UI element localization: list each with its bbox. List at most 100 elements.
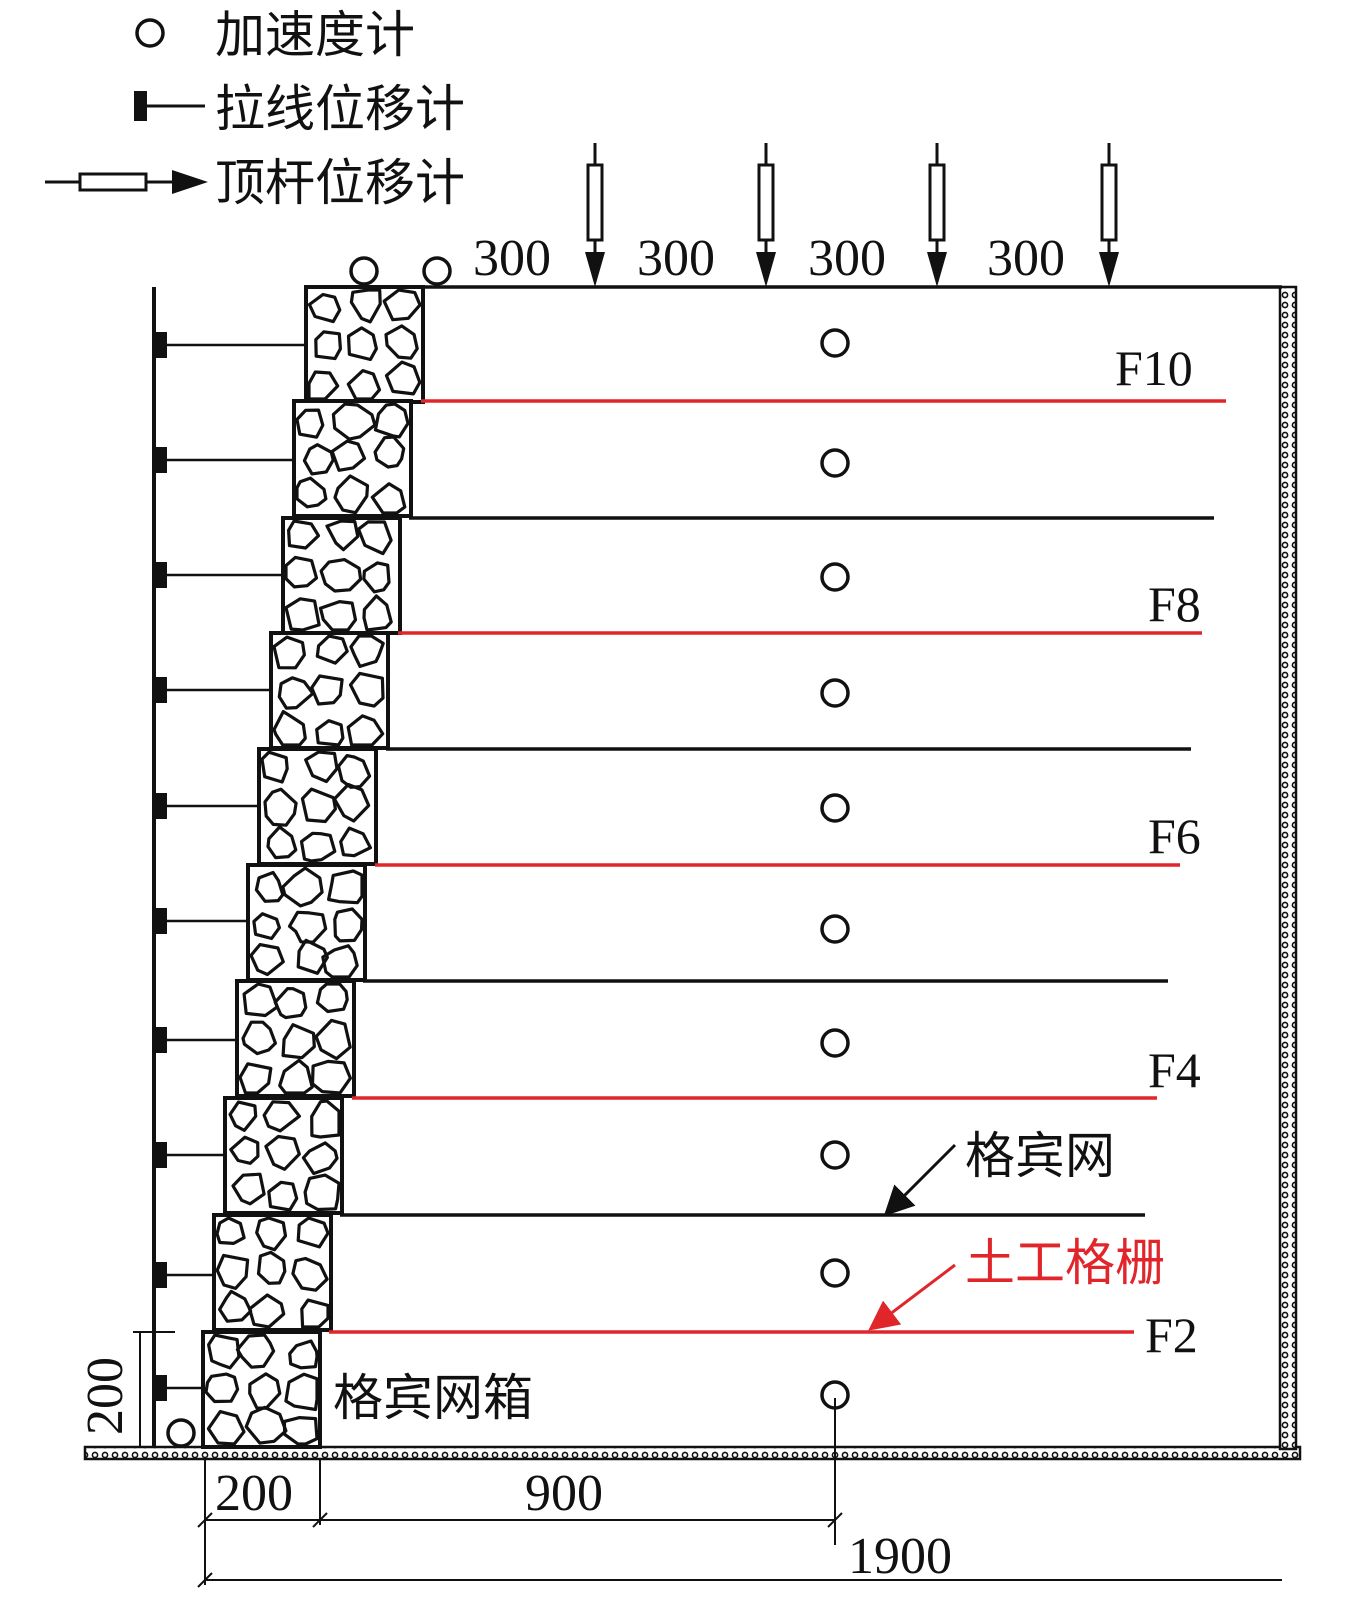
gabion-stone [218,1289,253,1323]
gabion-stone [241,1020,277,1056]
ejector-displacement-gauges [585,143,1119,287]
gabion-stone [272,709,307,747]
left-height-label: 200 [77,1357,134,1435]
gabion-stone [235,1333,276,1369]
right-boundary-wall [1278,285,1298,1451]
gabion-stone [318,599,358,632]
gabion-stone [362,561,391,594]
draw-wire-sensor-icon [155,1262,214,1288]
gabion-stone [348,671,385,708]
legend-draw-wire-label: 拉线位移计 [215,80,465,138]
gabion-stone [282,1415,319,1446]
gabion-stone [248,1293,286,1329]
gabion-stone [254,870,285,903]
gabion-stone [242,982,279,1018]
callout-gabion-mesh-arrow [883,1143,957,1217]
gabion-stone [315,982,349,1014]
gabion-block [201,1330,322,1449]
gabion-stone [346,714,385,747]
gabion-stone [281,866,324,908]
callout-geogrid: 土工格栅 [965,1234,1165,1292]
gabion-stone [284,597,321,632]
top-spacing-label-1: 300 [473,230,551,287]
gabion-stone [303,1173,341,1212]
gabion-block [257,747,378,866]
draw-wire-sensors [155,332,306,1401]
gabion-stone [346,326,378,362]
gabion-block [281,516,402,635]
layer-label-F4: F4 [1148,1042,1201,1098]
accelerometer-icon [820,793,850,823]
gabion-stone [207,1333,241,1370]
gabion-stone [287,519,321,550]
gabion-stone [314,330,342,361]
legend-accelerometer-label: 加速度计 [215,6,415,64]
reinforcement-layers [329,399,1226,1334]
callout-gabion-mesh: 格宾网 [965,1127,1115,1185]
gabion-stone [362,594,393,632]
gabion-block [246,863,367,982]
gabion-stone [307,292,342,324]
gabion-stone [332,782,371,823]
gabion-stone [325,519,360,552]
gabion-stone [231,1172,266,1206]
gabion-stone [333,474,370,515]
ejector-displacement-icon [45,170,208,194]
gabion-stone [249,942,285,977]
bottom-block-width-label: 200 [215,1465,293,1522]
accelerometer-icon [820,1028,850,1058]
gabion-stone [382,288,422,322]
gabion-stone [206,1409,246,1446]
gabion-stone [281,1023,316,1060]
gabion-stone [295,408,325,439]
legend-ejector-label: 顶杆位移计 [215,154,465,212]
gabion-stone [327,869,364,905]
top-spacing-label-3: 300 [808,230,886,287]
left-height-dimension [133,1331,175,1447]
accelerometer-icon [820,448,850,478]
bottom-dimension-lines [197,1398,1282,1588]
accelerometer-icon [820,562,850,592]
gabion-stone [252,912,281,941]
gabion-stone [310,1059,352,1095]
accelerometer-icon [820,1140,850,1170]
callout-geogrid-arrow [868,1263,956,1331]
gabion-stone [319,557,363,593]
gabion-stone [321,944,359,979]
top-spacing-label-2: 300 [637,230,715,287]
gabion-stone [228,1100,258,1133]
accelerometer-icon [422,256,452,286]
gabion-stone [299,831,337,863]
draw-wire-sensor-icon [155,1142,225,1168]
gabion-block [235,979,356,1098]
gabion-stone [370,482,407,515]
gabion-stone [331,402,377,441]
ejector-gauge-icon [756,143,776,287]
layer-label-F8: F8 [1148,576,1201,632]
draw-wire-sensor-icon [155,562,283,588]
gabion-stone [255,1216,288,1252]
gabion-stone [300,1298,330,1329]
gabion-stone [384,324,419,360]
accelerometer-icon [820,328,850,358]
gabion-block [292,399,413,518]
layer-label-F10: F10 [1115,340,1193,396]
gabion-stone [264,1134,301,1171]
accelerometer-icon [135,18,165,48]
gabion-stone [215,1253,250,1291]
accelerometer-icon [820,678,850,708]
gabion-stone [315,634,349,665]
gabion-stone [267,1180,299,1212]
gabion-stone [315,719,345,747]
gabion-stone [373,402,410,439]
gabion-stone [333,907,364,943]
ground-base [83,1445,1302,1461]
gabion-stone [296,938,329,975]
gabion-stone [373,435,406,469]
top-spacing-label-4: 300 [987,230,1065,287]
gabion-stone [273,986,308,1020]
layer-label-F6: F6 [1148,808,1201,864]
accelerometer-icon [820,914,850,944]
gabion-stone [302,443,335,476]
gabion-stone [215,1216,246,1246]
